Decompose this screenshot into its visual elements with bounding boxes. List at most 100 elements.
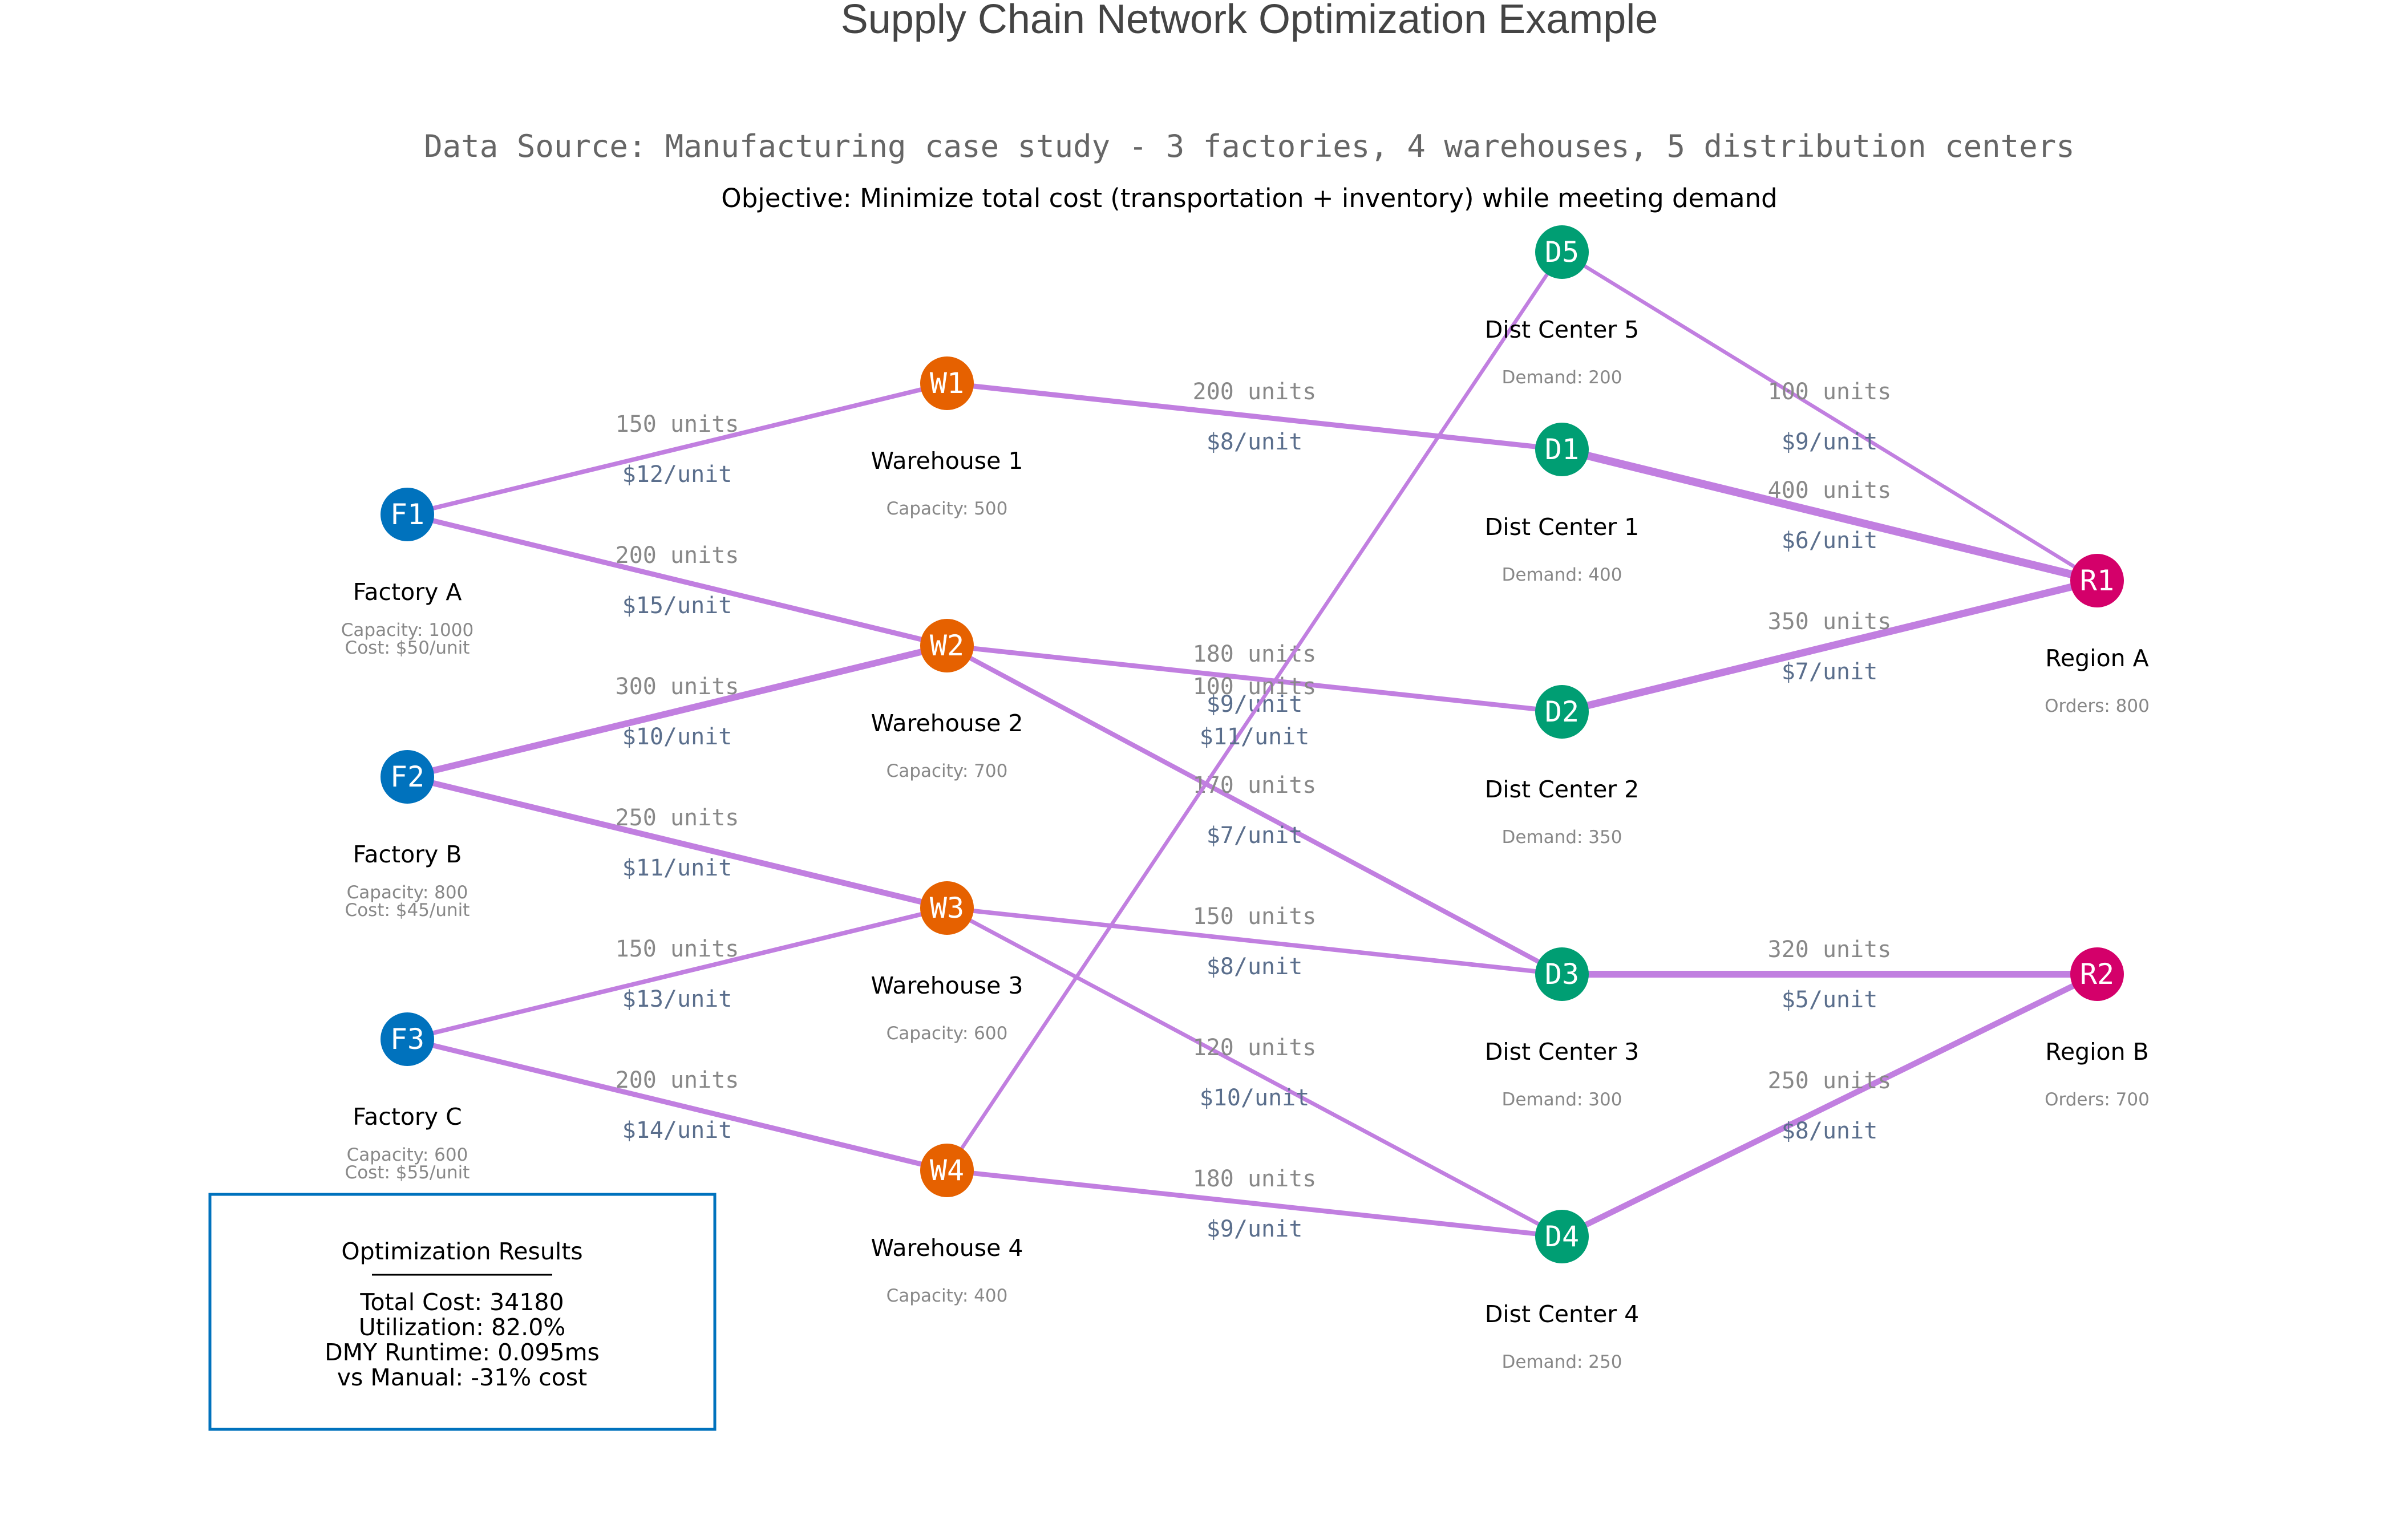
edge-w2-d3	[944, 643, 1565, 977]
node-cost-label: Cost: $50/unit	[345, 638, 470, 658]
edge-units-label: 200 units	[616, 1067, 739, 1093]
edge-cost-label: $8/unit	[1782, 1118, 1878, 1144]
node-info-label: Orders: 800	[2045, 696, 2150, 716]
edge-f2-w3	[404, 773, 950, 911]
edge-units-label: 120 units	[1193, 1035, 1317, 1061]
node-id-label: W1	[930, 367, 964, 400]
dist_center-node-circle	[1535, 685, 1589, 739]
edge-cost-label: $14/unit	[622, 1117, 732, 1144]
node-info-label: Orders: 700	[2045, 1089, 2150, 1110]
node-id-label: F2	[390, 760, 424, 793]
node-cost-label: Cost: $45/unit	[345, 900, 470, 921]
edge-units-label: 200 units	[1193, 379, 1317, 405]
node-id-label: D4	[1545, 1220, 1579, 1253]
factory-node-circle	[381, 488, 434, 541]
node-info-label: Demand: 300	[1502, 1089, 1622, 1110]
edge-units-label: 150 units	[616, 411, 739, 437]
results-total-cost: Total Cost: 34180	[359, 1288, 564, 1316]
results-runtime: DMY Runtime: 0.095ms	[325, 1339, 600, 1366]
node-id-label: W2	[930, 629, 964, 662]
dist_center-node-circle	[1535, 225, 1589, 279]
edge-cost-label: $8/unit	[1207, 429, 1303, 455]
edge-d2-r1	[1558, 577, 2101, 716]
node-name-label: Warehouse 1	[871, 447, 1023, 475]
edge-units-label: 100 units	[1193, 674, 1317, 700]
dist_center-node-circle	[1535, 423, 1589, 476]
edge-cost-label: $9/unit	[1782, 429, 1878, 455]
node-id-label: F1	[390, 498, 424, 531]
edge-f3-w3	[405, 906, 949, 1041]
warehouse-node-circle	[920, 1144, 974, 1197]
edge-f2-w2	[404, 642, 950, 780]
edge-cost-label: $13/unit	[622, 986, 732, 1012]
edge-cost-label: $7/unit	[1782, 659, 1878, 685]
edge-w1-d1	[944, 380, 1565, 452]
page-title: Supply Chain Network Optimization Exampl…	[841, 0, 1658, 42]
dist_center-node-circle	[1535, 1210, 1589, 1263]
factory-node-circle	[381, 1012, 434, 1066]
edge-units-label: 300 units	[616, 674, 739, 700]
edge-d4-r2	[1559, 971, 2100, 1240]
node-name-label: Dist Center 2	[1485, 776, 1640, 803]
objective-text: Objective: Minimize total cost (transpor…	[721, 183, 1777, 213]
node-name-label: Factory C	[353, 1103, 462, 1130]
factory-node-circle	[381, 750, 434, 804]
node-name-label: Dist Center 4	[1485, 1300, 1640, 1328]
edges-layer: 150 units $12/unit 200 units $15/unit 300 un…	[404, 250, 2101, 1242]
edge-f1-w1	[405, 381, 949, 517]
edge-w4-d5	[945, 250, 1564, 1173]
edge-cost-label: $12/unit	[622, 461, 732, 488]
edge-d1-r1	[1558, 445, 2101, 585]
node-cost-label: Cost: $55/unit	[345, 1162, 470, 1183]
edge-units-label: 250 units	[1768, 1068, 1892, 1094]
node-id-label: D3	[1545, 958, 1579, 991]
results-vs-manual: vs Manual: -31% cost	[337, 1364, 588, 1391]
node-name-label: Region A	[2045, 645, 2148, 672]
edge-cost-label: $10/unit	[622, 724, 732, 750]
node-name-label: Warehouse 2	[871, 710, 1023, 737]
node-info-label: Demand: 250	[1502, 1352, 1622, 1372]
results-heading: Optimization Results	[341, 1238, 582, 1265]
warehouse-node-circle	[920, 619, 974, 672]
edge-cost-label: $7/unit	[1207, 822, 1303, 849]
node-name-label: Dist Center 1	[1485, 513, 1640, 541]
node-name-label: Dist Center 3	[1485, 1038, 1640, 1065]
node-info-label: Capacity: 600	[887, 1023, 1008, 1044]
region-node-circle	[2070, 947, 2124, 1001]
edge-units-label: 200 units	[616, 542, 739, 569]
results-utilization: Utilization: 82.0%	[359, 1314, 566, 1341]
edge-d5-r1	[1560, 250, 2099, 583]
node-id-label: F3	[390, 1023, 424, 1056]
edge-cost-label: $15/unit	[622, 593, 732, 619]
node-capacity-label: Capacity: 1000	[341, 620, 473, 641]
node-name-label: Factory A	[353, 578, 462, 606]
edge-units-label: 400 units	[1768, 477, 1892, 504]
region-node-circle	[2070, 554, 2124, 607]
node-info-label: Capacity: 500	[887, 499, 1008, 519]
edge-f1-w2	[404, 512, 950, 649]
node-info-label: Demand: 350	[1502, 827, 1622, 848]
edge-cost-label: $8/unit	[1207, 954, 1303, 980]
edge-w2-d2	[944, 643, 1565, 715]
data-source-subtitle: Data Source: Manufacturing case study - …	[424, 128, 2074, 164]
node-id-label: W3	[930, 891, 964, 925]
node-info-label: Demand: 400	[1502, 565, 1622, 585]
node-id-label: D2	[1545, 695, 1579, 728]
node-id-label: D5	[1545, 236, 1579, 269]
node-id-label: W4	[930, 1154, 964, 1187]
node-id-label: D1	[1545, 433, 1579, 466]
